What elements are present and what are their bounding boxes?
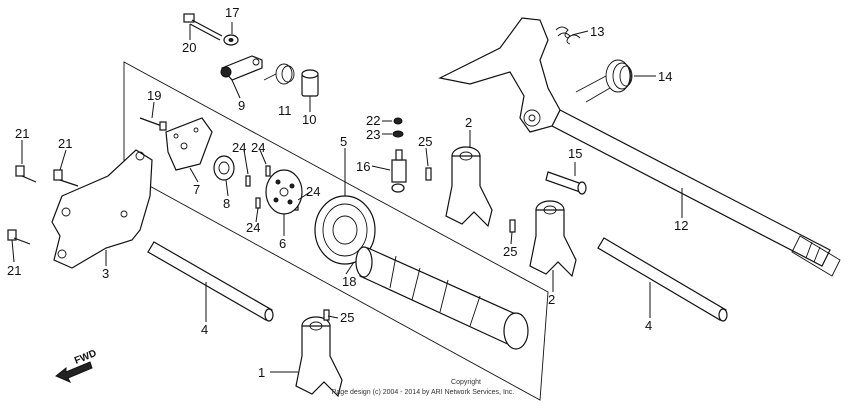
stopper-arm-part: [220, 55, 263, 81]
callout-19: 19: [147, 88, 161, 103]
collar-10-part: [301, 69, 319, 97]
collar-8-part: [213, 155, 235, 181]
callout-13: 13: [590, 24, 604, 39]
callout-16: 16: [356, 159, 370, 174]
callout-21a: 21: [15, 126, 29, 141]
callout-25b: 25: [503, 244, 517, 259]
callout-2a: 2: [465, 115, 472, 130]
callout-17: 17: [225, 5, 239, 20]
small-spring-part: [555, 26, 581, 45]
callout-24d: 24: [306, 184, 320, 199]
copyright-line1: Copyright: [451, 379, 481, 386]
callout-labels: 1 2 2 3 4 4 5 6 7 8 9 10 11 12 13 14 15 …: [7, 5, 688, 380]
callout-4a: 4: [201, 322, 208, 337]
callout-24c: 24: [246, 220, 260, 235]
callout-14: 14: [658, 69, 672, 84]
shift-fork-1-part: [295, 316, 343, 398]
callout-5: 5: [340, 134, 347, 149]
shift-fork-2-upper-part: [445, 146, 493, 228]
washer-17-part: [223, 34, 239, 46]
callout-24a: 24: [232, 140, 246, 155]
callout-4b: 4: [645, 318, 652, 333]
callout-9: 9: [238, 98, 245, 113]
shift-fork-2-lower-part: [529, 200, 577, 278]
pin-bolt-part: [545, 171, 587, 195]
shift-shaft-part: [551, 109, 841, 277]
callout-21b: 21: [58, 136, 72, 151]
pins-25: [323, 167, 516, 321]
return-spring-part: [575, 59, 633, 103]
callout-12: 12: [674, 218, 688, 233]
assembly-outline: [123, 61, 549, 401]
callout-18: 18: [342, 274, 356, 289]
callout-25a: 25: [418, 134, 432, 149]
fork-shaft-4-left-part: [147, 241, 274, 322]
leader-lines: [11, 22, 683, 373]
callout-11: 11: [278, 103, 292, 118]
callout-2b: 2: [548, 292, 555, 307]
fwd-arrow-icon: [55, 361, 93, 383]
callout-22: 22: [366, 113, 380, 128]
callout-15: 15: [568, 146, 582, 161]
callout-7: 7: [193, 182, 200, 197]
small-seal-22-23: [392, 117, 404, 138]
shift-arm-part: [438, 17, 561, 133]
bracket-3-part: [51, 149, 153, 269]
callout-8: 8: [223, 196, 230, 211]
callout-23: 23: [366, 127, 380, 142]
plate-7-part: [165, 117, 213, 171]
drum-plate-6-part: [265, 169, 303, 215]
neutral-switch-16-part: [391, 149, 407, 193]
callout-3: 3: [102, 266, 109, 281]
callout-24b: 24: [251, 140, 265, 155]
callout-21c: 21: [7, 263, 21, 278]
copyright-line2: Page design (c) 2004 - 2014 by ARI Netwo…: [332, 389, 515, 396]
callout-6: 6: [279, 236, 286, 251]
callout-20: 20: [182, 40, 196, 55]
bolt-19-part: [139, 117, 167, 131]
callout-25c: 25: [340, 310, 354, 325]
bolt-20-part: [183, 13, 223, 41]
spring-11-part: [263, 63, 295, 85]
shift-drum-18-part: [355, 246, 529, 350]
callout-1: 1: [258, 365, 265, 380]
callout-10: 10: [302, 112, 316, 127]
fork-shaft-4-right-part: [597, 237, 728, 322]
